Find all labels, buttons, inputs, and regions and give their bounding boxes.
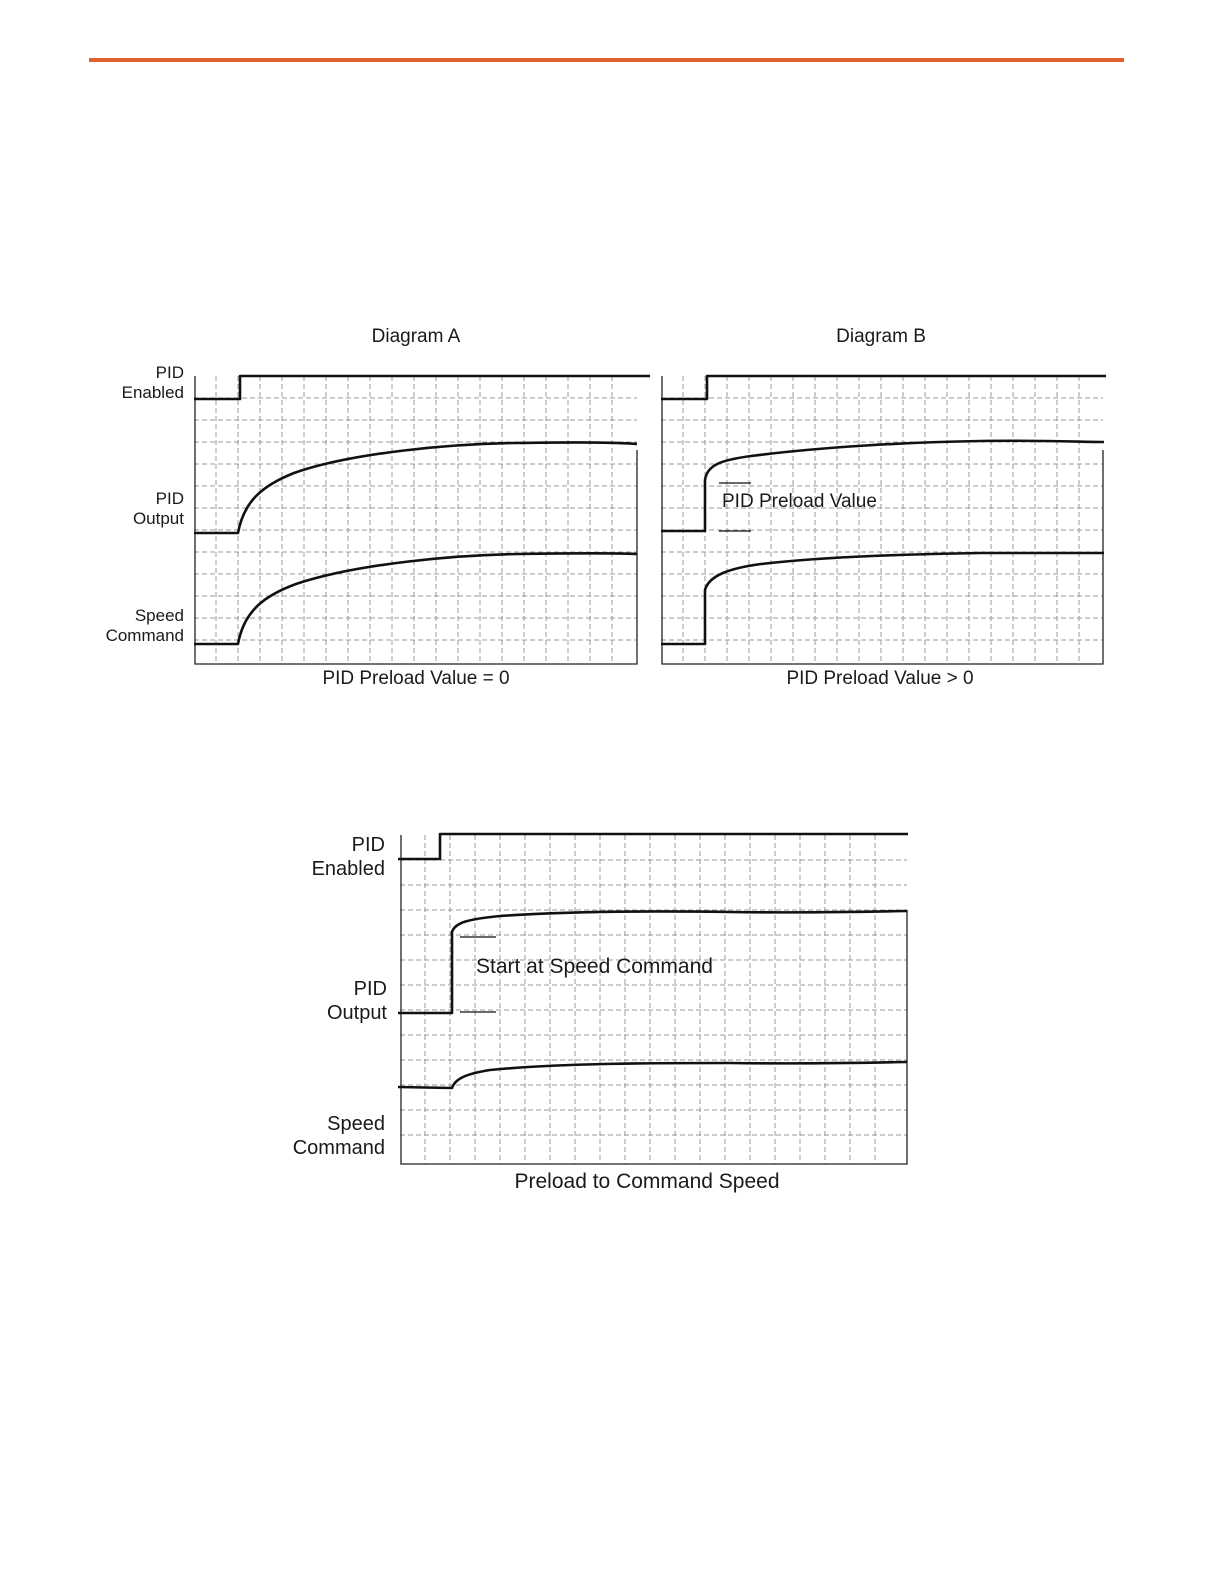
diagram-c-label-output: PID Output xyxy=(247,977,387,1025)
diagram-c-label-speed-line1: Speed xyxy=(327,1113,385,1135)
diagram-a-speed-command-signal xyxy=(194,553,637,644)
diagram-a-label-enabled-line2: Enabled xyxy=(122,383,184,402)
diagram-b-grid xyxy=(661,376,1103,664)
diagram-a-label-output-line1: PID xyxy=(156,489,184,508)
diagram-c-label-output-line1: PID xyxy=(354,978,387,1000)
diagram-c-plot xyxy=(400,830,910,1170)
diagram-c-label-speed-line2: Command xyxy=(293,1137,385,1159)
diagram-c-frame xyxy=(401,835,907,1164)
diagram-c-grid xyxy=(400,835,907,1164)
diagram-a-label-speed-line1: Speed xyxy=(135,606,184,625)
diagram-b-frame xyxy=(662,376,1103,664)
diagram-b-pid-enabled-signal xyxy=(661,376,1106,399)
diagram-c-label-output-line2: Output xyxy=(327,1002,387,1024)
diagram-c-label-enabled-line1: PID xyxy=(352,834,385,856)
diagram-c-speed-command-signal xyxy=(398,1062,907,1088)
diagram-a-label-enabled-line1: PID xyxy=(156,363,184,382)
diagram-c-label-enabled-line2: Enabled xyxy=(312,858,385,880)
diagram-c-label-speed: Speed Command xyxy=(245,1112,385,1160)
diagram-b-title: Diagram B xyxy=(781,326,981,348)
diagram-b-caption: PID Preload Value > 0 xyxy=(750,668,1010,690)
diagram-a-label-output-line2: Output xyxy=(133,509,184,528)
diagram-a-label-speed-line2: Command xyxy=(106,626,184,645)
diagram-c-caption: Preload to Command Speed xyxy=(497,1170,797,1194)
diagram-c-annotation: Start at Speed Command xyxy=(476,955,696,979)
diagram-c-label-enabled: PID Enabled xyxy=(245,833,385,881)
header-rule xyxy=(89,58,1124,62)
diagram-a-caption: PID Preload Value = 0 xyxy=(286,668,546,690)
diagram-b-speed-command-signal xyxy=(661,553,1104,644)
diagram-a-grid xyxy=(194,376,637,664)
diagram-a-frame xyxy=(195,376,637,664)
diagram-a-pid-output-signal xyxy=(194,442,637,533)
diagram-a-pid-enabled-signal xyxy=(194,376,650,399)
diagram-a-title: Diagram A xyxy=(316,326,516,348)
diagram-a-label-speed: Speed Command xyxy=(84,606,184,647)
diagram-a-plot xyxy=(194,370,654,670)
diagram-b-plot xyxy=(661,370,1111,670)
diagram-a-label-output: PID Output xyxy=(84,489,184,530)
diagram-b-annotation: PID Preload Value xyxy=(722,491,862,513)
diagram-a-label-enabled: PID Enabled xyxy=(84,363,184,404)
